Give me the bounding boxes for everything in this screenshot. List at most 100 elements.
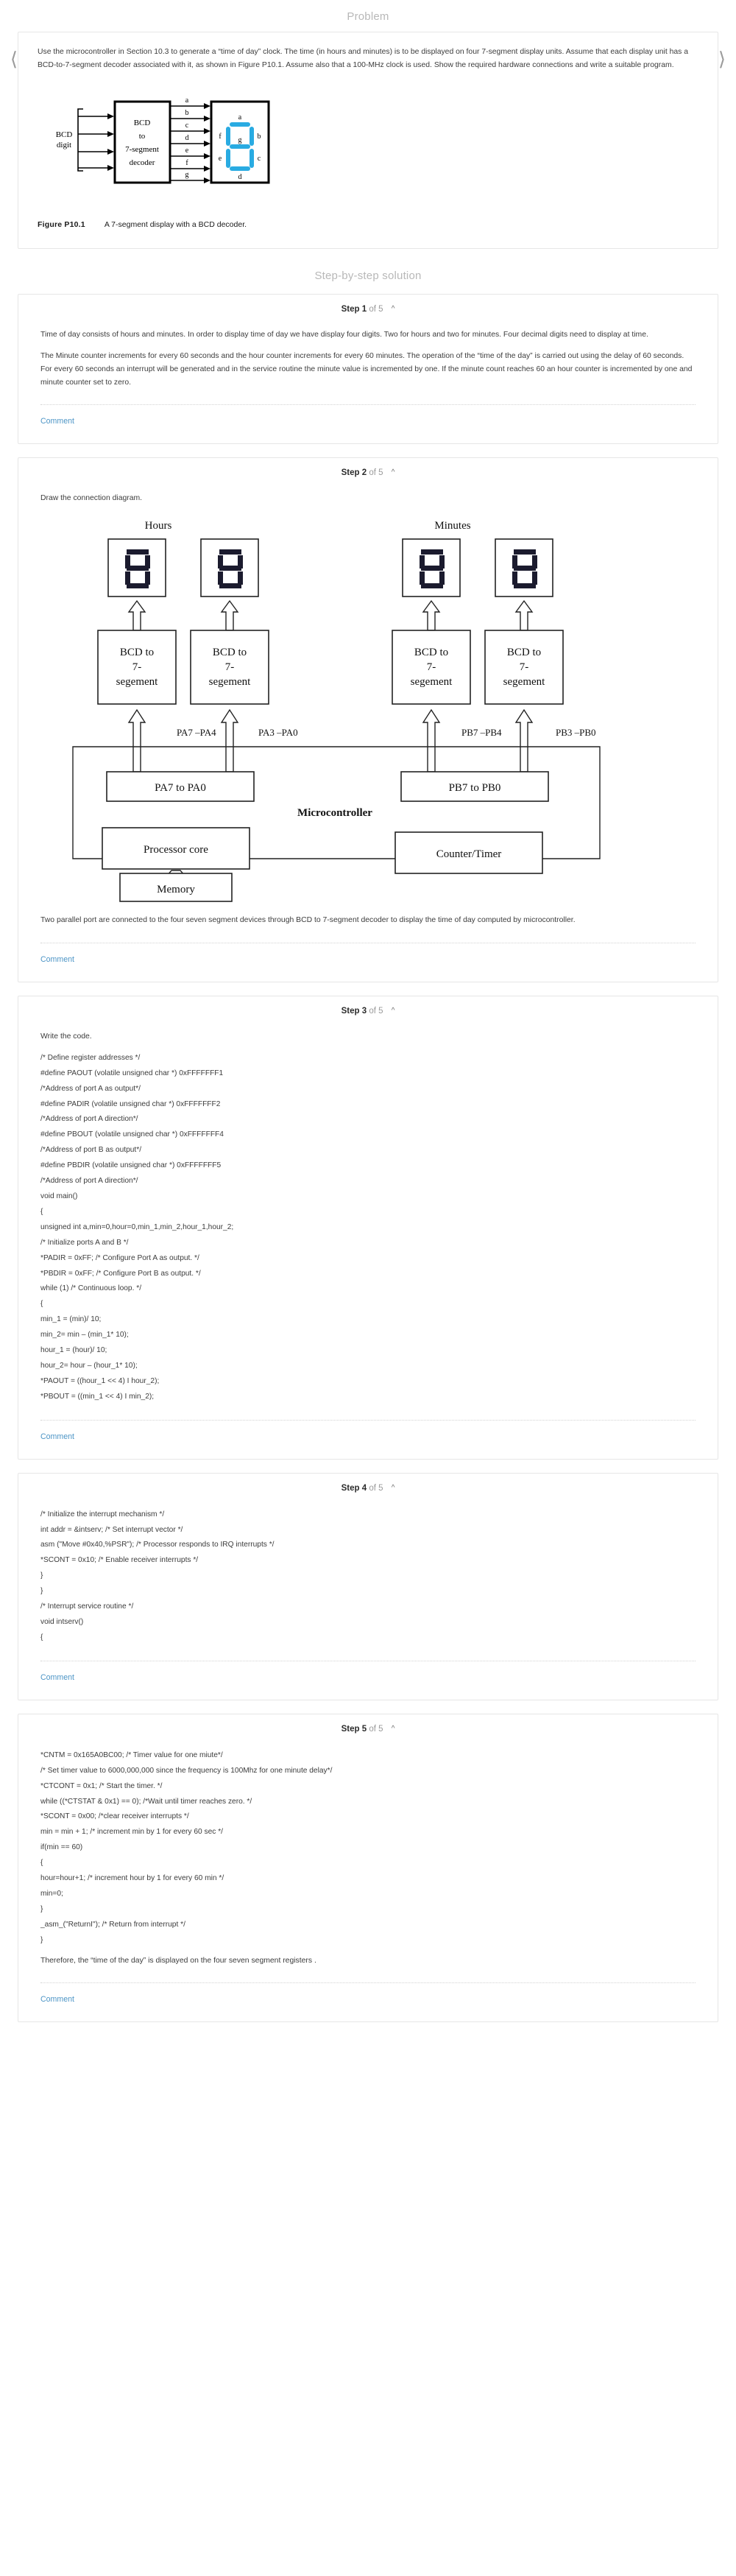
step-4-comment-row: Comment [18,1661,718,1700]
code-line: #define PBDIR (volatile unsigned char *)… [40,1161,222,1170]
step-4-label: Step 4 [341,1483,367,1493]
step-2-body: Draw the connection diagram. .bx { fill:… [18,482,718,930]
step-2-intro: Draw the connection diagram. [40,494,143,503]
code-line: #define PBOUT (volatile unsigned char *)… [40,1130,224,1139]
connection-diagram: .bx { fill:#fff; stroke:#222; stroke-wid… [40,513,696,907]
code-line: { [40,1633,43,1641]
step-4-body: /* Initialize the interrupt mechanism */… [18,1497,718,1649]
chevron-up-icon[interactable]: ^ [391,305,395,314]
code-line: while ((*CTSTAT & 0x1) == 0); /*Wait unt… [40,1797,252,1806]
seg-line-label-e: e [185,147,189,155]
problem-statement: Use the microcontroller in Section 10.3 … [38,48,689,70]
problem-card: Use the microcontroller in Section 10.3 … [18,32,718,250]
code-line: *SCONT = 0x00; /*clear receiver interrup… [40,1812,189,1821]
seg-line-label-f: f [185,159,188,167]
bus-label-pa3-pa0: PA3 –PA0 [258,727,298,738]
decoder2-line3: segement [209,676,251,688]
seg-line-label-g: g [185,171,189,179]
step-5-divider [40,1982,696,1983]
step-5-header[interactable]: Step 5 of 5 ^ [341,1724,395,1734]
step-card-5: Step 5 of 5 ^ *CNTM = 0x165A0BC00; /* Ti… [18,1713,718,2022]
step-1-comment-row: Comment [18,405,718,443]
step-3-body: Write the code. /* Define register addre… [18,1020,718,1408]
comment-link[interactable]: Comment [40,1672,74,1682]
step-1-paragraph-2: The Minute counter increments for every … [40,351,693,387]
code-line: #define PAOUT (volatile unsigned char *)… [40,1069,224,1077]
step-4-header[interactable]: Step 4 of 5 ^ [341,1483,395,1493]
seg-line-label-a: a [185,96,189,105]
comment-link[interactable]: Comment [40,1432,74,1441]
chevron-up-icon[interactable]: ^ [391,1006,395,1015]
bus-port-arrows [127,709,534,773]
hours-group-label: Hours [145,520,172,532]
step-2-label: Step 2 [341,468,367,478]
problem-section-title: Problem [347,10,389,23]
code-line: void main() [40,1192,78,1200]
step-4-code-block: /* Initialize the interrupt mechanism */… [40,1507,696,1646]
figure-caption-text: A 7-segment display with a BCD decoder. [104,220,247,230]
step-3-intro: Write the code. [40,1032,92,1041]
code-line: while (1) /* Continuous loop. */ [40,1284,142,1293]
code-line: *PBDIR = 0xFF; /* Configure Port B as ou… [40,1269,201,1278]
code-line: min=0; [40,1889,63,1898]
bus-label-pb7-pb4: PB7 –PB4 [461,727,502,738]
step-1-body: Time of day consists of hours and minute… [18,318,718,393]
display-label-f: f [219,133,222,141]
chevron-right-icon[interactable]: ⟩ [718,49,726,70]
chevron-up-icon[interactable]: ^ [391,1483,395,1492]
code-line: int addr = &intserv; /* Set interrupt ve… [40,1525,183,1534]
code-line: /* Define register addresses */ [40,1053,141,1062]
port-a-label: PA7 to PA0 [155,782,206,794]
decoder-line-2: to [139,132,146,141]
comment-link[interactable]: Comment [40,954,74,964]
chevron-up-icon[interactable]: ^ [391,1724,395,1733]
figure-caption-number: Figure P10.1 [38,220,85,230]
decoder1-line2: 7- [132,661,142,673]
step-3-label: Step 3 [341,1006,367,1016]
seg-line-label-b: b [185,109,189,117]
code-line: asm ("Move #0x40,%PSR"); /* Processor re… [40,1541,275,1549]
display-unit-3 [402,538,461,598]
chevron-up-icon[interactable]: ^ [391,468,395,477]
processor-core-box: Processor core [102,827,250,870]
code-line: #define PADIR (volatile unsigned char *)… [40,1099,221,1108]
decoder1-line1: BCD to [120,647,154,658]
code-line: *PADIR = 0xFF; /* Configure Port A as ou… [40,1253,199,1262]
code-line: /* Set timer value to 6000,000,000 since… [40,1766,333,1775]
code-line: /*Address of port A direction*/ [40,1177,138,1186]
processor-core-label: Processor core [144,844,208,856]
microcontroller-boundary [72,746,601,860]
decoder-box-4: BCD to 7- segement [484,630,564,705]
port-b-box: PB7 to PB0 [400,771,549,803]
step-1-header[interactable]: Step 1 of 5 ^ [341,305,395,314]
code-line: /*Address of port A direction*/ [40,1115,138,1124]
chevron-left-icon[interactable]: ⟨ [10,49,18,70]
code-line: } [40,1587,43,1596]
minutes-group-label: Minutes [434,520,470,532]
display-unit-1 [107,538,166,598]
comment-link[interactable]: Comment [40,417,74,426]
decoder-box-2: BCD to 7- segement [190,630,269,705]
seven-segment-glyph [226,122,254,172]
step-3-code-block: /* Define register addresses */ #define … [40,1051,696,1405]
code-line: } [40,1572,43,1580]
figure-caption: Figure P10.1 A 7-segment display with a B… [38,220,698,229]
code-line: hour_1 = (hour)/ 10; [40,1346,107,1355]
display-label-e: e [219,155,222,163]
comment-link[interactable]: Comment [40,1994,74,2004]
step-card-2: Step 2 of 5 ^ Draw the connection diagra… [18,457,718,982]
code-line: void intserv() [40,1618,84,1627]
code-line: *SCONT = 0x10; /* Enable receiver interr… [40,1556,199,1565]
decoder3-line3: segement [411,676,453,688]
decoder3-line2: 7- [427,661,436,673]
step-2-header[interactable]: Step 2 of 5 ^ [341,468,395,478]
seg-line-label-d: d [185,134,189,142]
decoder-line-1: BCD [134,119,151,127]
step-2-comment-row: Comment [18,943,718,982]
counter-timer-box: Counter/Timer [394,831,543,875]
code-line: *CTCONT = 0x1; /* Start the timer. */ [40,1781,163,1790]
display-label-a: a [238,113,242,122]
decoder4-line2: 7- [520,661,529,673]
step-3-header[interactable]: Step 3 of 5 ^ [341,1006,395,1016]
step-5-label: Step 5 [341,1724,367,1734]
